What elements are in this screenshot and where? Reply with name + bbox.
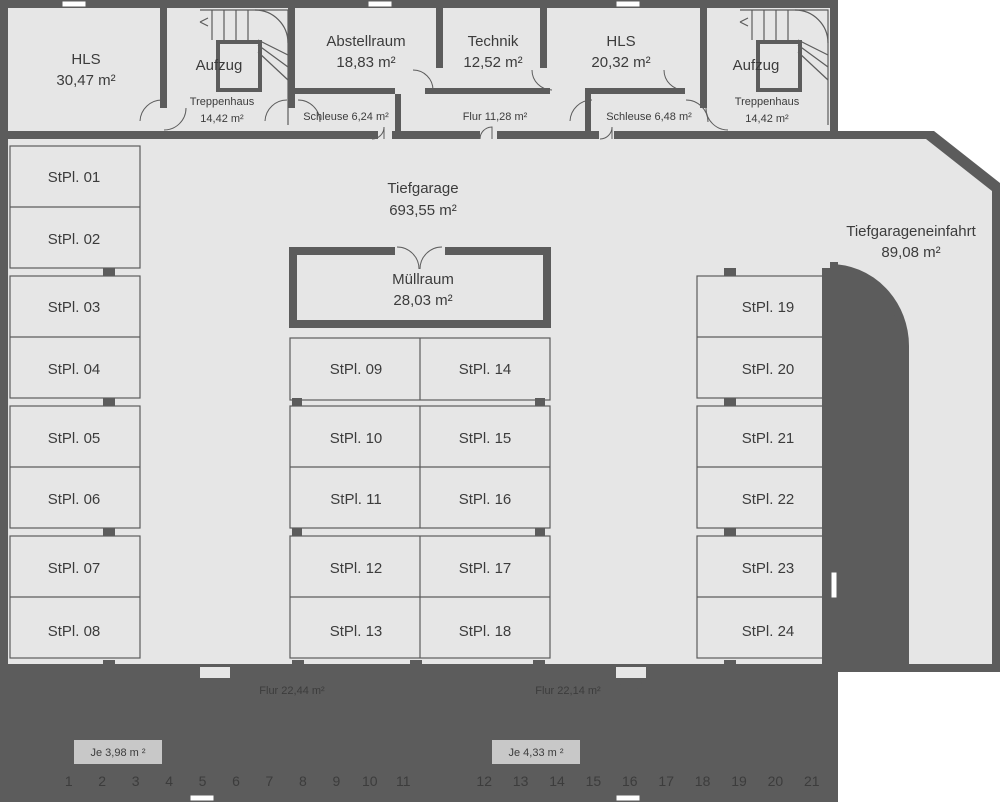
storage-badge-right: Je 4,33 m ²	[492, 740, 580, 764]
storage-number: 4	[165, 773, 173, 789]
room-name-hls-left: HLS	[71, 51, 100, 68]
room-name-muellraum: Müllraum	[392, 271, 454, 288]
room-name-hls-right: HLS	[606, 33, 635, 50]
room-area-treppenhaus-right: 14,42 m²	[745, 113, 789, 125]
room-area-treppenhaus-left: 14,42 m²	[200, 113, 244, 125]
storage-number: 18	[695, 773, 711, 789]
room-area-technik: 12,52 m²	[463, 54, 522, 71]
parking-spot-label: StPl. 20	[742, 361, 795, 378]
storage-number: 17	[658, 773, 674, 789]
parking-spot-label: StPl. 17	[459, 560, 512, 577]
parking-spot-label: StPl. 09	[330, 361, 383, 378]
room-name-treppenhaus-left: Treppenhaus	[190, 96, 255, 108]
parking-spot-label: StPl. 01	[48, 169, 101, 186]
parking-dividers	[9, 145, 830, 659]
room-area-abstellraum: 18,83 m²	[336, 54, 395, 71]
windows	[61, 0, 838, 802]
room-area-einfahrt: 89,08 m²	[881, 244, 940, 261]
room-label-schleuse-right: Schleuse 6,48 m²	[606, 111, 692, 123]
storage-number: 14	[549, 773, 565, 789]
storage-number: 13	[513, 773, 529, 789]
staircase-right	[739, 9, 829, 125]
elevator-shaft-left	[216, 40, 262, 92]
parking-spot-label: StPl. 04	[48, 361, 101, 378]
room-name-abstellraum: Abstellraum	[326, 33, 405, 50]
room-name-aufzug-left: Aufzug	[196, 57, 243, 74]
parking-spot-label: StPl. 12	[330, 560, 383, 577]
storage-number: 8	[299, 773, 307, 789]
storage-number: 15	[586, 773, 602, 789]
parking-spot-label: StPl. 13	[330, 623, 383, 640]
storage-number: 9	[332, 773, 340, 789]
room-area-tiefgarage: 693,55 m²	[389, 202, 457, 219]
room-name-tiefgarage: Tiefgarage	[387, 180, 458, 197]
parking-spot-label: StPl. 06	[48, 491, 101, 508]
parking-spot-label: StPl. 05	[48, 430, 101, 447]
parking-spot-label: StPl. 22	[742, 491, 795, 508]
elevator-shaft-right	[756, 40, 802, 92]
storage-badge-right-text: Je 4,33 m ²	[508, 747, 563, 759]
parking-spot-label: StPl. 02	[48, 231, 101, 248]
storage-number: 2	[98, 773, 106, 789]
room-labels: HLS 30,47 m² Aufzug Treppenhaus 14,42 m²…	[56, 33, 976, 697]
storage-badge-left: Je 3,98 m ²	[74, 740, 162, 764]
storage-number: 3	[132, 773, 140, 789]
parking-spot-label: StPl. 19	[742, 299, 795, 316]
room-name-technik: Technik	[468, 33, 519, 50]
storage-number: 12	[476, 773, 492, 789]
parking-spot-label: StPl. 11	[330, 491, 381, 508]
parking-spot-label: StPl. 03	[48, 299, 101, 316]
parking-spot-label: StPl. 24	[742, 623, 795, 640]
storage-number: 21	[804, 773, 820, 789]
storage-number: 16	[622, 773, 638, 789]
storage-number: 5	[199, 773, 207, 789]
storage-number: 6	[232, 773, 240, 789]
storage-number: 20	[768, 773, 784, 789]
storage-number: 11	[396, 773, 411, 789]
parking-spot-label: StPl. 10	[330, 430, 383, 447]
parking-spot-label: StPl. 18	[459, 623, 512, 640]
parking-spot-label: StPl. 08	[48, 623, 101, 640]
storage-number: 7	[266, 773, 274, 789]
room-name-einfahrt: Tiefgarageneinfahrt	[846, 223, 976, 240]
room-name-treppenhaus-right: Treppenhaus	[735, 96, 800, 108]
parking-spot-label: StPl. 14	[459, 361, 512, 378]
parking-spot-labels: StPl. 01 StPl. 02 StPl. 03 StPl. 04 StPl…	[48, 169, 795, 640]
parking-spot-label: StPl. 16	[459, 491, 512, 508]
room-area-hls-left: 30,47 m²	[56, 72, 115, 89]
room-label-schleuse-left: Schleuse 6,24 m²	[303, 111, 389, 123]
room-area-muellraum: 28,03 m²	[393, 292, 452, 309]
room-name-aufzug-right: Aufzug	[733, 57, 780, 74]
storage-number: 19	[731, 773, 747, 789]
room-label-flur-top: Flur 11,28 m²	[463, 111, 528, 123]
parking-spot-label: StPl. 21	[742, 430, 795, 447]
room-area-hls-right: 20,32 m²	[591, 54, 650, 71]
parking-spot-label: StPl. 23	[742, 560, 795, 577]
parking-spot-label: StPl. 07	[48, 560, 101, 577]
storage-badge-left-text: Je 3,98 m ²	[90, 747, 145, 759]
door-swings	[139, 69, 729, 691]
room-label-flur-left: Flur 22,44 m²	[259, 685, 325, 697]
storage-number: 10	[362, 773, 378, 789]
room-label-flur-right: Flur 22,14 m²	[535, 685, 601, 697]
parking-spot-label: StPl. 15	[459, 430, 512, 447]
storage-number: 1	[65, 773, 73, 789]
